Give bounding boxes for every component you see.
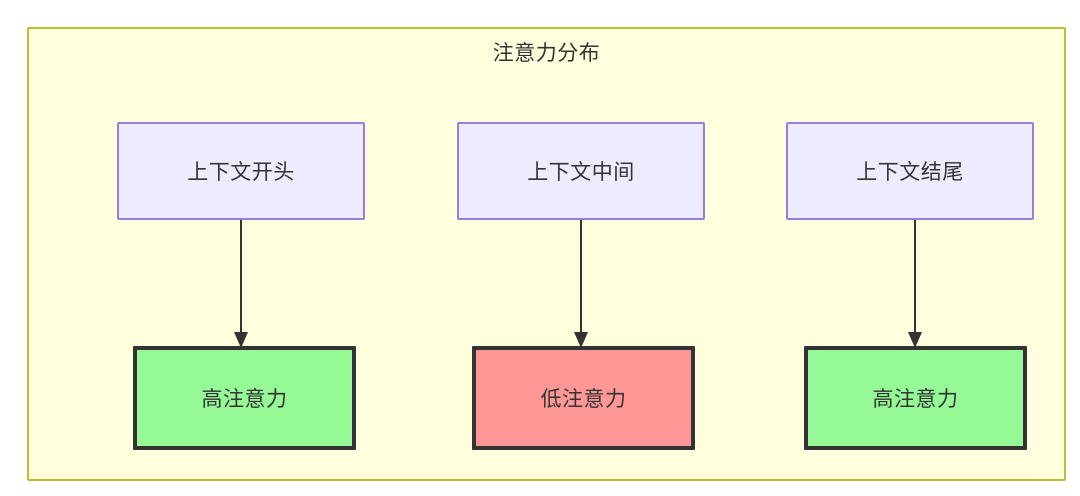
edge-arrow-context-start-to-high-attention — [233, 220, 249, 348]
node-context-end[interactable]: 上下文结尾 — [786, 122, 1034, 220]
edge-arrow-context-end-to-high-attention — [907, 220, 923, 348]
edge-arrow-context-middle-to-low-attention — [573, 220, 589, 348]
node-context-middle[interactable]: 上下文中间 — [457, 122, 705, 220]
node-high-attention-end-label: 高注意力 — [872, 388, 959, 411]
attention-distribution-subgraph: 注意力分布 上下文开头 高注意力 上下文中间 低注意力 上下文结尾 高注意力 — [27, 27, 1066, 481]
node-high-attention-end[interactable]: 高注意力 — [804, 346, 1027, 450]
arrow-down-icon — [234, 220, 248, 348]
node-context-start-label: 上下文开头 — [187, 161, 295, 184]
node-high-attention-start-label: 高注意力 — [201, 388, 288, 411]
subgraph-title: 注意力分布 — [492, 42, 601, 65]
arrow-down-icon — [908, 220, 922, 348]
node-low-attention-middle-label: 低注意力 — [540, 388, 627, 411]
node-context-end-label: 上下文结尾 — [856, 161, 964, 184]
arrow-down-icon — [574, 220, 588, 348]
node-context-middle-label: 上下文中间 — [527, 161, 635, 184]
node-high-attention-start[interactable]: 高注意力 — [133, 346, 356, 450]
node-low-attention-middle[interactable]: 低注意力 — [472, 346, 695, 450]
node-context-start[interactable]: 上下文开头 — [117, 122, 365, 220]
